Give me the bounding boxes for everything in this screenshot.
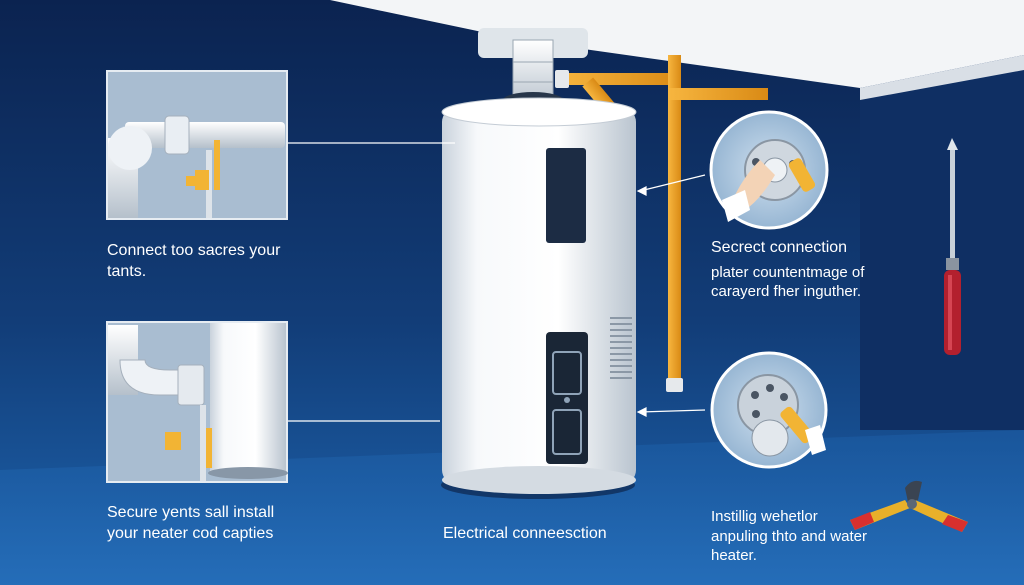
circle-detail-water-valve — [710, 351, 828, 469]
inset-pipe-connection — [106, 70, 288, 220]
caption-connect-pipes: Connect too sacres your tants. — [107, 241, 317, 283]
screwdriver-icon — [944, 138, 961, 355]
caption-line: anpuling thto and water — [711, 527, 867, 545]
caption-line: your neater cod capties — [107, 524, 274, 542]
caption-line: Instillig wehetlor — [711, 508, 818, 525]
caption-secure-connection: Secrect connection plater countentmage o… — [711, 238, 911, 302]
caption-line: heater. — [711, 547, 757, 564]
circle-detail-gas-valve — [709, 110, 829, 230]
pliers-icon — [850, 480, 968, 532]
inset-vent-connection — [106, 321, 288, 483]
caption-line: Connect too sacres your — [107, 242, 281, 259]
caption-line: tants. — [107, 262, 147, 280]
caption-title: Secrect connection — [711, 239, 848, 256]
caption-line: plater countentmage of — [711, 263, 865, 281]
pointer-lines — [287, 142, 706, 422]
caption-install-water-heater: Instillig wehetlor anpuling thto and wat… — [711, 507, 881, 566]
caption-secure-vents: Secure yents sall install your neater co… — [107, 503, 317, 545]
caption-line: Secure yents sall install — [107, 504, 275, 521]
water-heater — [441, 97, 637, 499]
caption-line: carayerd fher inguther. — [711, 283, 862, 301]
caption-electrical-connection: Electrical conneesction — [443, 525, 607, 542]
